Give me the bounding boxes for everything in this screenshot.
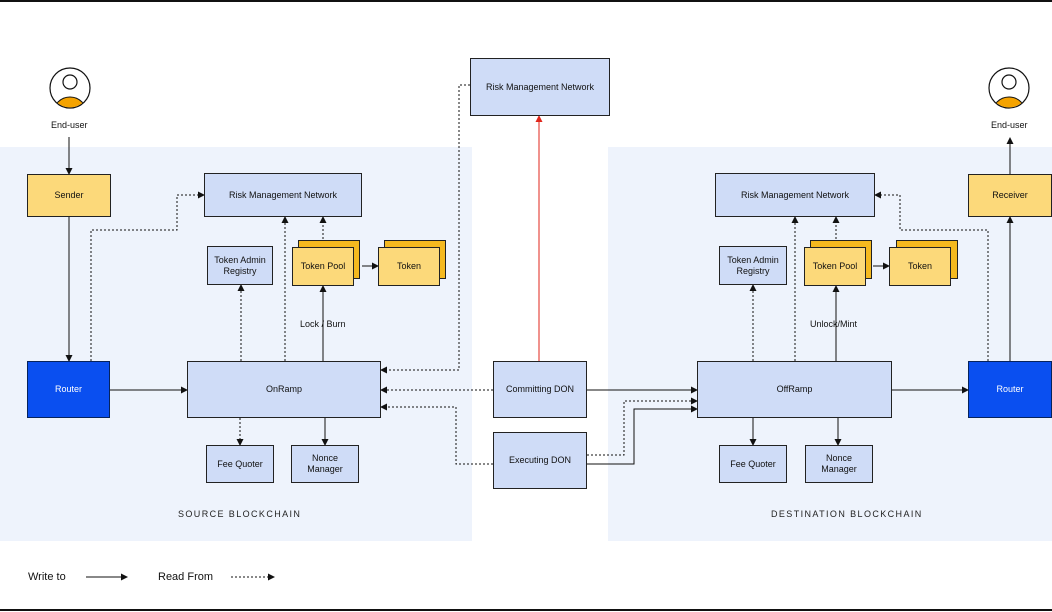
destination-token-box[interactable]: Token [889, 247, 951, 286]
destination-end-user-label: End-user [991, 120, 1028, 130]
legend-write-to-label: Write to [28, 571, 66, 583]
unlock-mint-label: Unlock/Mint [810, 319, 858, 329]
source-token-admin-registry-box[interactable]: Token Admin Registry [207, 246, 273, 285]
source-fee-quoter-box[interactable]: Fee Quoter [206, 445, 274, 483]
top-rule [0, 0, 1052, 2]
source-token-pool-box[interactable]: Token Pool [292, 247, 354, 286]
source-router-box[interactable]: Router [27, 361, 110, 418]
source-nonce-manager-box[interactable]: Nonce Manager [291, 445, 359, 483]
destination-chain-label: DESTINATION BLOCKCHAIN [771, 509, 923, 519]
bottom-rule [0, 609, 1052, 611]
source-rmn-box[interactable]: Risk Management Network [204, 173, 362, 217]
onramp-box[interactable]: OnRamp [187, 361, 381, 418]
central-rmn-box[interactable]: Risk Management Network [470, 58, 610, 116]
source-token-box[interactable]: Token [378, 247, 440, 286]
destination-token-admin-registry-box[interactable]: Token Admin Registry [719, 246, 787, 285]
committing-don-box[interactable]: Committing DON [493, 361, 587, 418]
destination-token-pool-box[interactable]: Token Pool [804, 247, 866, 286]
destination-nonce-manager-box[interactable]: Nonce Manager [805, 445, 873, 483]
destination-end-user-icon [988, 67, 1030, 109]
offramp-box[interactable]: OffRamp [697, 361, 892, 418]
source-chain-label: SOURCE BLOCKCHAIN [178, 509, 302, 519]
receiver-box[interactable]: Receiver [968, 174, 1052, 217]
source-end-user-icon [49, 67, 91, 109]
legend-read-from-label: Read From [158, 571, 214, 583]
source-end-user-label: End-user [51, 120, 88, 130]
executing-don-box[interactable]: Executing DON [493, 432, 587, 489]
destination-fee-quoter-box[interactable]: Fee Quoter [719, 445, 787, 483]
lock-burn-label: Lock / Burn [300, 319, 346, 329]
destination-rmn-box[interactable]: Risk Management Network [715, 173, 875, 217]
sender-box[interactable]: Sender [27, 174, 111, 217]
destination-router-box[interactable]: Router [968, 361, 1052, 418]
